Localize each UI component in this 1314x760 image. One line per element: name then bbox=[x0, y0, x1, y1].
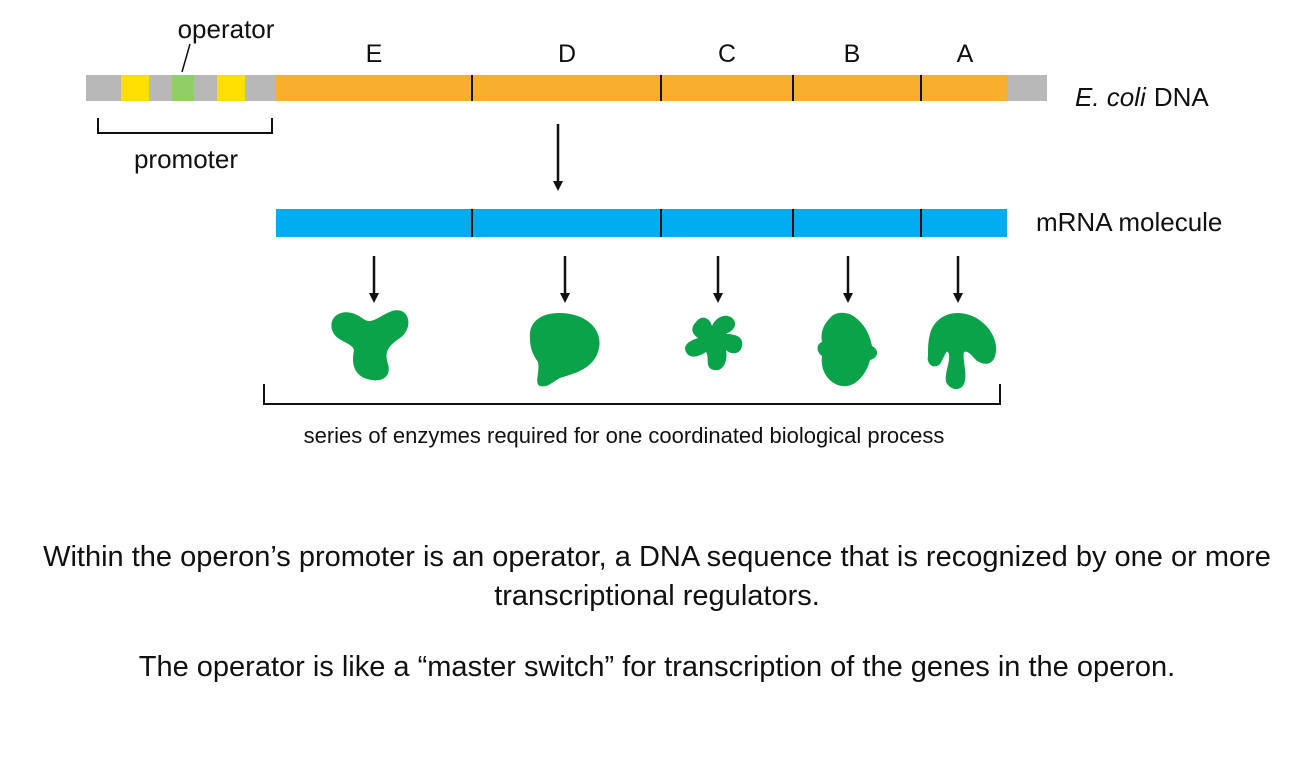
mrna-label: mRNA molecule bbox=[1036, 207, 1222, 237]
enzyme-a bbox=[927, 312, 997, 390]
enzyme-bracket bbox=[263, 384, 1001, 405]
gene-label-b: B bbox=[844, 40, 861, 68]
enzymes bbox=[331, 310, 997, 390]
master-switch-explanation: The operator is like a “master switch” f… bbox=[138, 651, 1176, 683]
gene-label-c: C bbox=[718, 40, 736, 68]
gene-label-d: D bbox=[558, 40, 576, 68]
dna-species-label: E. coli bbox=[1075, 82, 1147, 112]
dna-strip bbox=[86, 75, 1047, 101]
dna-suffix-label: DNA bbox=[1154, 82, 1210, 112]
enzyme-d bbox=[529, 313, 600, 387]
mrna-bar bbox=[276, 209, 1007, 237]
promoter-bracket bbox=[97, 118, 273, 134]
operator-label: operator bbox=[178, 14, 275, 44]
mrna-strip bbox=[276, 209, 1007, 237]
enzyme-series-label: series of enzymes required for one coord… bbox=[304, 423, 945, 448]
operator-pointer-line bbox=[181, 43, 191, 73]
enzyme-b bbox=[817, 312, 878, 387]
gene-label-e: E bbox=[366, 40, 383, 68]
operator-explanation: Within the operon’s promoter is an opera… bbox=[43, 541, 1271, 612]
promoter-box-right bbox=[217, 75, 245, 101]
promoter-label: promoter bbox=[134, 144, 238, 174]
gene-label-a: A bbox=[957, 40, 974, 68]
dna-gene-region bbox=[276, 75, 1007, 101]
enzyme-e bbox=[331, 310, 409, 381]
promoter-box-left bbox=[121, 75, 149, 101]
operator-box bbox=[172, 75, 194, 101]
enzyme-c bbox=[685, 315, 743, 371]
dna-right-spacer bbox=[1007, 75, 1047, 101]
